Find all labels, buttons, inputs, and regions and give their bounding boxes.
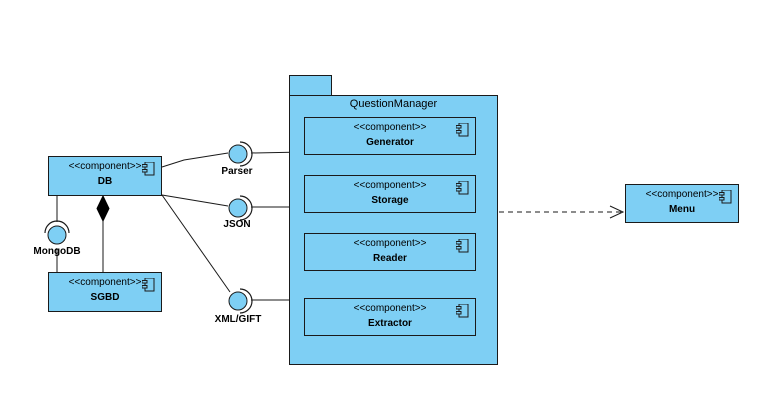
component-icon [456, 304, 469, 318]
xml-socket [239, 288, 253, 314]
package-title: QuestionManager [349, 98, 438, 110]
component-name: Generator [366, 137, 414, 148]
stereotype-label: <<component>> [353, 180, 427, 191]
component-name: DB [97, 176, 113, 187]
extractor-component[interactable]: <<component>> Extractor [304, 298, 476, 336]
db-xml-connector [161, 194, 231, 293]
db-parser-connector [161, 152, 229, 168]
json-socket [239, 195, 253, 221]
menu-component[interactable]: <<component>> Menu [625, 184, 739, 223]
stereotype-label: <<component>> [645, 189, 719, 200]
json-label: JSON [223, 219, 251, 230]
stereotype-label: <<component>> [353, 303, 427, 314]
stereotype-label: <<component>> [68, 277, 142, 288]
mongodb-interface-icon [47, 225, 67, 245]
generator-component[interactable]: <<component>> Generator [304, 117, 476, 155]
component-icon [142, 278, 155, 292]
json-interface-icon [228, 198, 248, 218]
component-icon [719, 190, 732, 204]
mongodb-socket [44, 220, 70, 234]
component-icon [456, 239, 469, 253]
reader-component[interactable]: <<component>> Reader [304, 233, 476, 271]
xml-gift-label: XML/GIFT [214, 314, 262, 325]
db-json-connector [161, 194, 229, 207]
mongodb-label: MongoDB [33, 246, 81, 257]
component-icon [456, 181, 469, 195]
stereotype-label: <<component>> [68, 161, 142, 172]
component-name: Reader [373, 253, 407, 264]
storage-component[interactable]: <<component>> Storage [304, 175, 476, 213]
package-tab [289, 75, 332, 96]
component-name: Extractor [368, 318, 412, 329]
component-name: Storage [371, 195, 409, 206]
db-component[interactable]: <<component>> DB [48, 156, 162, 196]
parser-interface-icon [228, 144, 248, 164]
dependency-arrowhead [609, 205, 625, 219]
xml-gift-interface-icon [228, 291, 248, 311]
component-name: SGBD [90, 292, 120, 303]
stereotype-label: <<component>> [353, 238, 427, 249]
component-icon [456, 123, 469, 137]
component-name: Menu [668, 204, 696, 215]
composition-diamond [96, 194, 110, 223]
parser-socket [239, 141, 253, 167]
stereotype-label: <<component>> [353, 122, 427, 133]
sgbd-component[interactable]: <<component>> SGBD [48, 272, 162, 312]
parser-label: Parser [221, 166, 253, 177]
component-icon [142, 162, 155, 176]
